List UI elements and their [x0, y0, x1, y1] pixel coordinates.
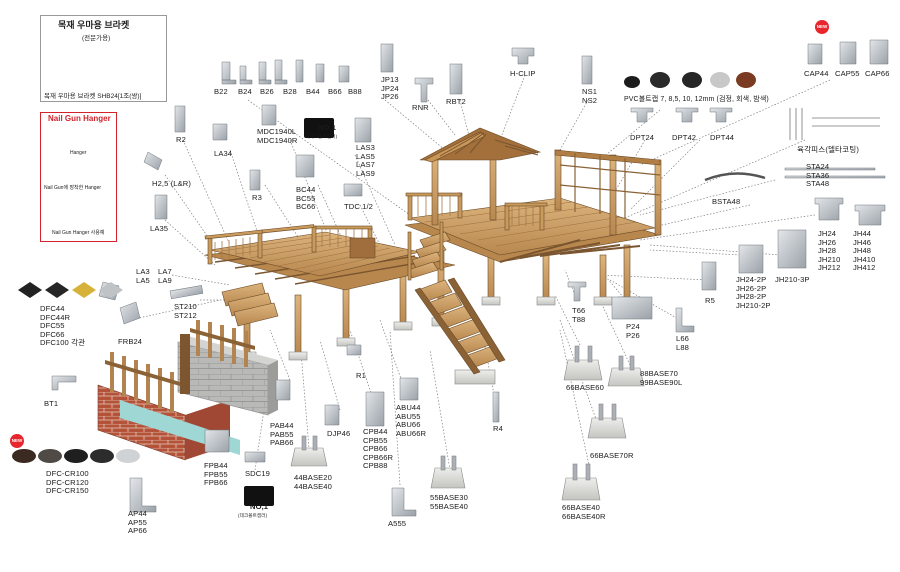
- no1-sub-bottom: (데크볼트캡러): [238, 513, 268, 518]
- label-r2: R2: [176, 135, 186, 144]
- label-bsta48: BSTA48: [712, 197, 741, 206]
- label-b24: B24: [238, 87, 252, 96]
- label-dpt42: DPT42: [672, 133, 697, 142]
- label-la35: LA35: [150, 224, 169, 233]
- label-pvc-bolt-cap: PVC볼트캡 7, 8,5, 10, 12mm (검정, 회색, 밤색): [624, 96, 769, 103]
- label-h25: H2,5 (L&R): [152, 179, 191, 188]
- label-rnr: RNR: [412, 103, 429, 112]
- label-djp46: DJP46: [327, 429, 351, 438]
- label-r5: R5: [705, 296, 715, 305]
- no1-label-top: NO,1: [318, 123, 337, 132]
- no1-label-bottom: NO,1: [250, 502, 269, 511]
- bracket-panel: [40, 15, 167, 102]
- deck-structure: [204, 127, 662, 385]
- label-rbt2: RBT2: [446, 97, 466, 106]
- label-tdc: TDC 1/2: [344, 202, 373, 211]
- label-cap55: CAP55: [835, 69, 860, 78]
- hardware-icons: [51, 39, 889, 517]
- no1-product-box-top: [304, 118, 334, 138]
- nailgun-item-hanger: Hanger: [70, 150, 87, 156]
- pvc-bolt-caps: [624, 72, 756, 88]
- label-cap66: CAP66: [865, 69, 890, 78]
- base-footings: [290, 345, 645, 501]
- label-la34: LA34: [214, 149, 233, 158]
- no1-product-box-bottom: [244, 486, 274, 506]
- label-b22: B22: [214, 87, 228, 96]
- label-66base70r: 66BASE70R: [590, 451, 634, 460]
- label-frb24: FRB24: [118, 337, 143, 346]
- label-dpt44: DPT44: [710, 133, 735, 142]
- new-badge-cap: NEW: [815, 20, 829, 34]
- nailgun-panel: [40, 112, 117, 242]
- label-bt1: BT1: [44, 399, 59, 408]
- nailgun-item-example: Nail Gun Hanger 사용예: [52, 230, 105, 236]
- nailgun-panel-title: Nail Gun Hanger: [48, 114, 111, 123]
- dfc-cr-caps: [12, 449, 140, 463]
- label-cap44: CAP44: [804, 69, 829, 78]
- label-jh210-3p: JH210-3P: [775, 275, 810, 284]
- label-b66: B66: [328, 87, 342, 96]
- label-b26: B26: [260, 87, 274, 96]
- label-sdc19: SDC19: [245, 469, 270, 478]
- bracket-panel-subtitle: (전문가용): [82, 35, 111, 42]
- nailgun-item-mounted: Nail Gun에 장착한 Hanger: [44, 185, 102, 191]
- label-dpt24: DPT24: [630, 133, 655, 142]
- label-66base60: 66BASE60: [566, 383, 604, 392]
- label-b28: B28: [283, 87, 297, 96]
- label-a555: A555: [388, 519, 407, 528]
- label-hclip: H-CLIP: [510, 69, 536, 78]
- label-hex-screw: 육각피스(델타코팅): [797, 145, 859, 154]
- label-b88: B88: [348, 87, 362, 96]
- new-badge-dfc-cr: NEW: [10, 434, 24, 448]
- label-b44: B44: [306, 87, 320, 96]
- bracket-panel-caption: 목재 우마용 브라켓 SHB24[1조(쌍)]: [44, 93, 142, 100]
- no1-sub-top: (데크볼트캡러): [308, 134, 338, 139]
- dfc-caps: [18, 282, 123, 298]
- label-r3: R3: [252, 193, 262, 202]
- bracket-panel-title: 목재 우마용 브라켓: [58, 20, 130, 30]
- label-r1: R1: [356, 371, 366, 380]
- label-r4: R4: [493, 424, 503, 433]
